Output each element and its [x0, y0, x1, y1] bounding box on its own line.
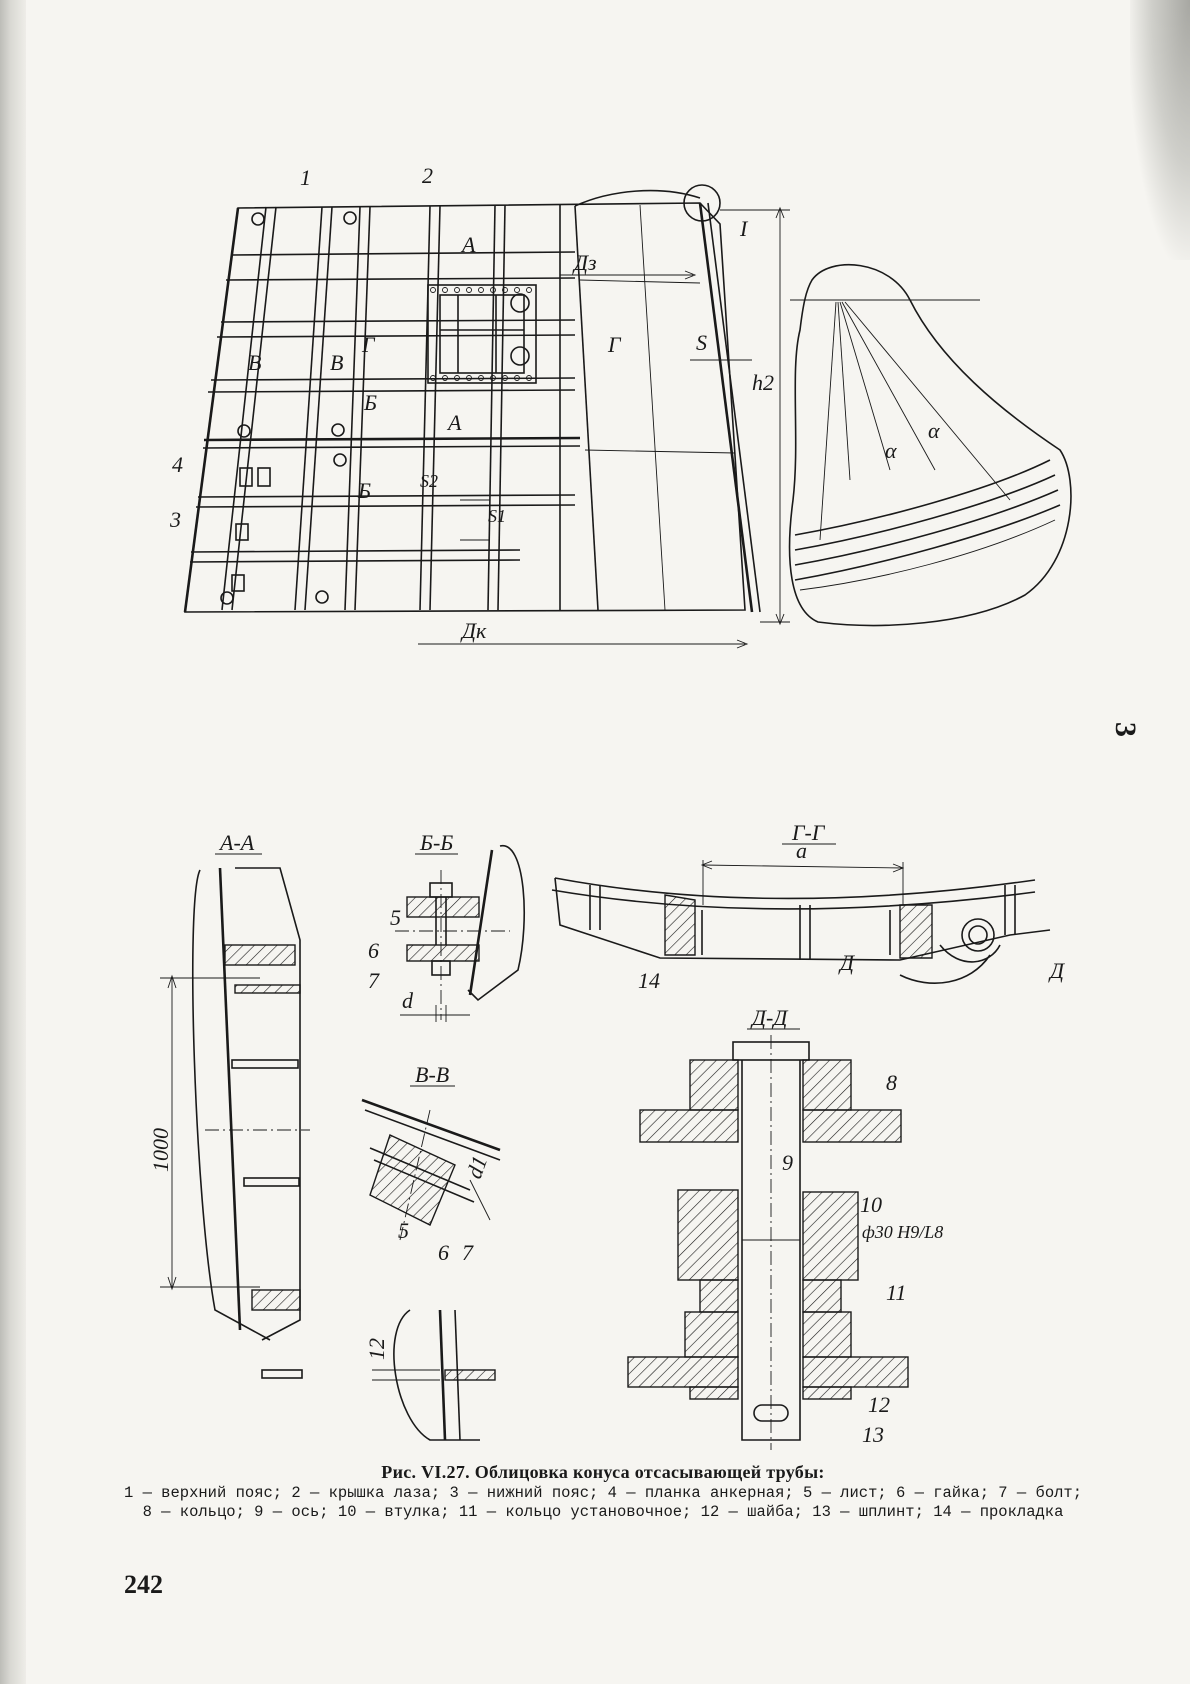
label-12: 12 — [868, 1392, 890, 1417]
label-3: 3 — [169, 507, 181, 532]
label-5-vv: 5 — [398, 1218, 409, 1243]
section-bb: Б-Б 5 6 7 d — [368, 830, 525, 1022]
label-8: 8 — [886, 1070, 897, 1095]
label-6-bb: 6 — [368, 938, 379, 963]
page-number: 242 — [124, 1570, 163, 1599]
section-mark-D-left: Д — [838, 950, 855, 975]
label-6-vv: 6 — [438, 1240, 449, 1265]
section-mark-V-right: В — [330, 350, 343, 375]
caption-title: Рис. VI.27. Облицовка конуса отсасывающе… — [381, 1462, 825, 1482]
dim-D3: Дз — [572, 250, 597, 275]
fit-designation: ф30 H9/L8 — [862, 1222, 943, 1242]
section-dd-title: Д-Д — [750, 1005, 788, 1030]
section-bb-title: Б-Б — [419, 830, 453, 855]
section-mark-G-left: Г — [361, 332, 376, 357]
label-alpha-right: α — [928, 418, 940, 443]
section-dd: Д-Д 8 9 10 11 12 13 ф30 H9/L8 — [627, 1005, 943, 1450]
section-mark-B-top: Б — [363, 390, 377, 415]
label-1: 1 — [300, 165, 311, 190]
label-detail-I: I — [739, 216, 749, 241]
page-edge-shadow-left — [0, 0, 26, 1684]
label-4: 4 — [172, 452, 183, 477]
label-11: 11 — [886, 1280, 906, 1305]
label-13: 13 — [862, 1422, 884, 1447]
dim-d: d — [402, 988, 414, 1013]
dim-1000: 1000 — [148, 1128, 173, 1172]
label-5-bb: 5 — [390, 905, 401, 930]
section-gg-title: Г-Г — [791, 820, 826, 845]
section-mark-D-right: Д — [1048, 958, 1065, 983]
main-view-labels: 1 2 3 4 I S S2 S1 h2 Дз Дк В В Г Г Б Б А… — [169, 163, 774, 643]
label-S: S — [696, 330, 707, 355]
label-S2: S2 — [420, 471, 438, 491]
label-7-vv: 7 — [462, 1240, 474, 1265]
dim-12: 12 — [364, 1338, 389, 1360]
main-view-lining-panel — [183, 184, 790, 649]
section-gg: Г-Г a 14 Д Д — [551, 820, 1065, 993]
manhole-bolts — [430, 287, 532, 381]
page-edge-shadow-right — [1130, 0, 1190, 260]
label-7-bb: 7 — [368, 968, 380, 993]
section-mark-B-bottom: Б — [357, 478, 371, 503]
label-h2: h2 — [752, 370, 774, 395]
label-2: 2 — [422, 163, 433, 188]
section-mark-G-right: Г — [607, 332, 622, 357]
dim-a: a — [796, 838, 807, 863]
cone-development-view: α α — [788, 263, 1072, 627]
section-aa: А-А 1000 — [148, 830, 310, 1379]
label-14: 14 — [638, 968, 660, 993]
section-mark-A-bottom: А — [446, 410, 462, 435]
label-alpha-left: α — [885, 438, 897, 463]
figure-caption: Рис. VI.27. Облицовка конуса отсасывающе… — [118, 1463, 1088, 1522]
label-S1: S1 — [488, 506, 506, 526]
label-9: 9 — [782, 1150, 793, 1175]
side-number: 3 — [1109, 722, 1142, 737]
dim-Dk: Дк — [460, 618, 487, 643]
caption-legend: 1 — верхний пояс; 2 — крышка лаза; 3 — н… — [123, 1484, 1083, 1521]
section-vv: В-В 5 6 7 d1 — [361, 1062, 501, 1265]
section-mark-A-top: А — [460, 232, 476, 257]
label-10: 10 — [860, 1192, 882, 1217]
detail-small: 12 — [364, 1309, 496, 1441]
dim-d1: d1 — [461, 1152, 492, 1181]
section-mark-V-left: В — [248, 350, 261, 375]
section-aa-title: А-А — [218, 830, 255, 855]
section-vv-title: В-В — [415, 1062, 449, 1087]
